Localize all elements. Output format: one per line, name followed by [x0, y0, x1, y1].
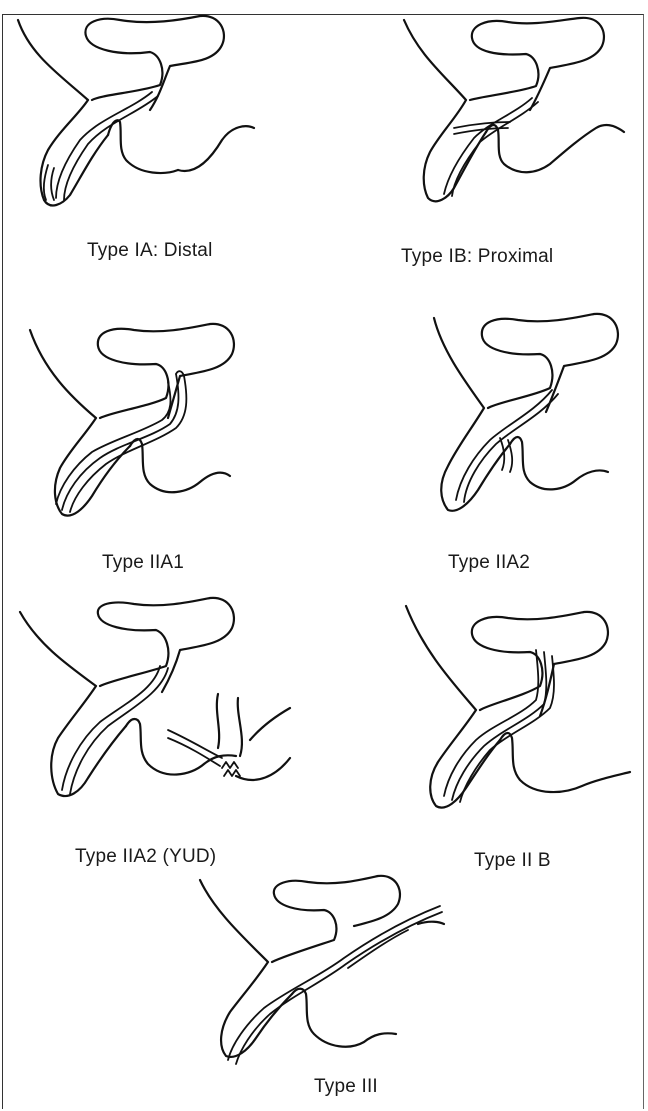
panel-type-iia2-yud: Type IIA2 (YUD): [0, 600, 324, 890]
panel-type-iia1: Type IIA1: [0, 300, 324, 590]
caption-type-iii: Type III: [314, 1076, 378, 1098]
panel-type-ia-distal: Type IA: Distal: [0, 0, 324, 280]
caption-type-iia2-yud: Type IIA2 (YUD): [75, 846, 216, 868]
caption-type-ib: Type IB: Proximal: [401, 246, 553, 268]
duct-diagram-type-ib: [324, 0, 648, 280]
caption-type-ia: Type IA: Distal: [87, 240, 213, 262]
panel-type-iia2: Type IIA2: [324, 300, 648, 590]
duct-diagram-type-ii-b: [324, 600, 648, 890]
panel-type-ii-b: Type II B: [324, 600, 648, 890]
panel-type-ib-proximal: Type IB: Proximal: [324, 0, 648, 280]
duct-diagram-type-iia1: [0, 300, 324, 590]
caption-type-ii-b: Type II B: [474, 850, 551, 872]
duct-diagram-type-ia: [0, 0, 324, 280]
panel-type-iii: Type III: [164, 880, 488, 1111]
caption-type-iia1: Type IIA1: [102, 552, 184, 574]
caption-type-iia2: Type IIA2: [448, 552, 530, 574]
duct-diagram-type-iia2: [324, 300, 648, 590]
